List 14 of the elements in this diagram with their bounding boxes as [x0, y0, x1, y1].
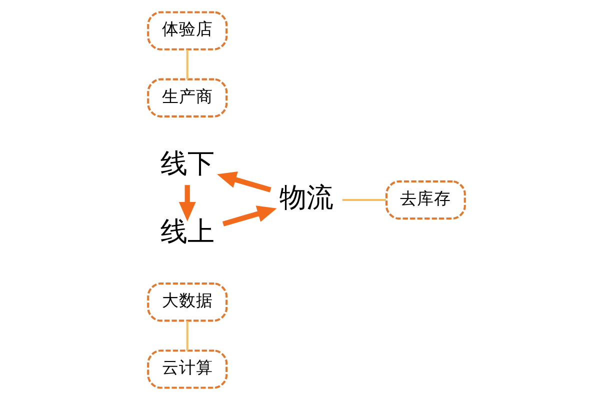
node-box: 云计算: [147, 350, 228, 389]
node-box: 大数据: [147, 282, 228, 322]
node-text: 线上: [160, 216, 214, 247]
arrow: [217, 172, 272, 192]
arrow: [178, 185, 196, 222]
node-box: 生产商: [147, 78, 228, 118]
arrow: [222, 206, 277, 226]
connector: [186, 321, 188, 351]
node-box: 去库存: [385, 180, 466, 220]
node-box: 体验店: [147, 11, 228, 50]
connector: [186, 50, 188, 80]
node-text: 物流: [280, 182, 334, 212]
connector: [342, 198, 386, 202]
node-text: 线下: [160, 148, 214, 178]
